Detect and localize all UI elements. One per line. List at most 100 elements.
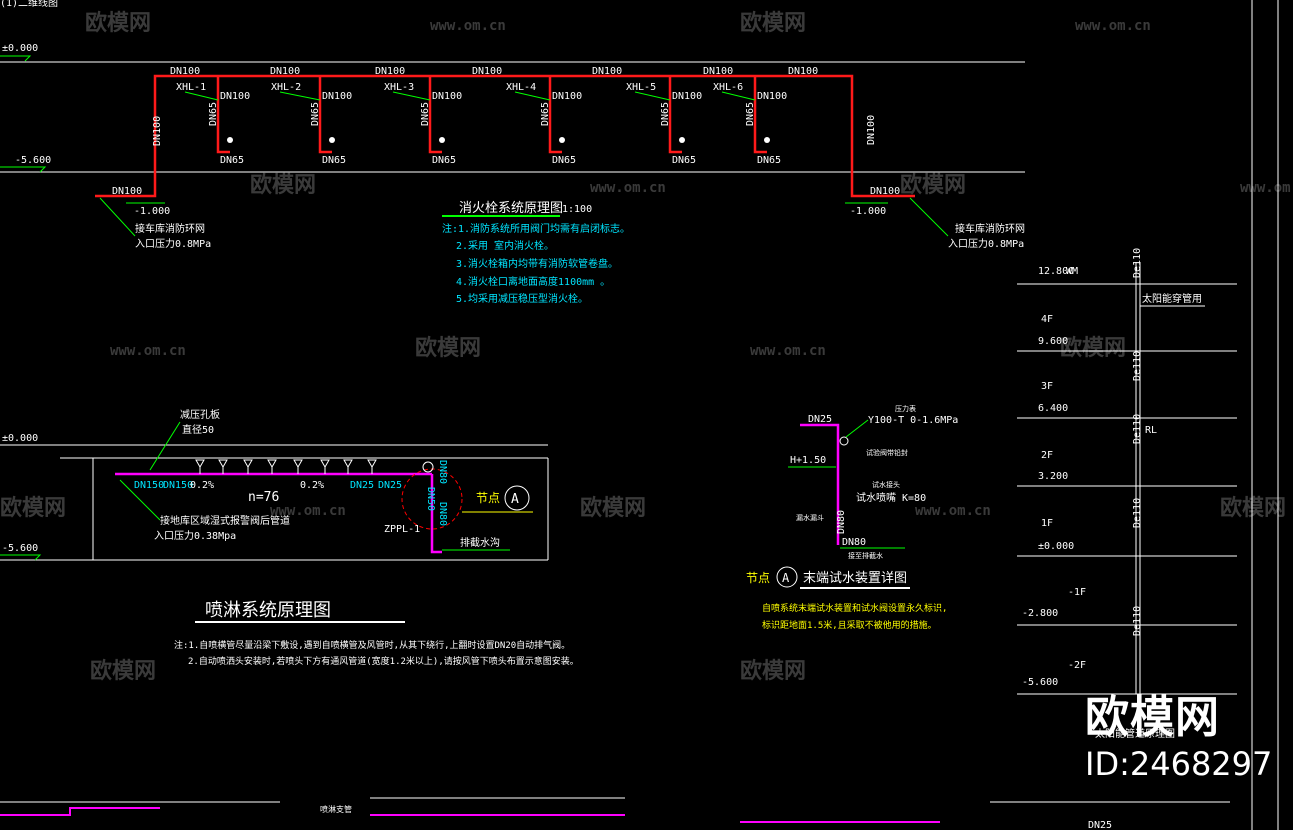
branch-dn65-vertical: DN65 [208,102,219,126]
watermark-url: www.om.cn [590,180,666,196]
top-label: (1)二维线图 [0,0,58,9]
watermark-text: 欧模网 [740,10,806,36]
watermark-text: 欧模网 [85,10,151,36]
riser-label-2: DN50 [425,487,436,511]
solar-label: 太阳能穿管用 [1142,292,1202,305]
watermark-text: 欧模网 [0,495,66,521]
sprinkler-head-icon [267,459,277,469]
riser-label: XHL-3 [384,82,414,93]
riser-label-3: DN80 [437,502,448,526]
node-letter: A [511,492,519,507]
pipe-label-5: DN25 [350,480,374,491]
td-valve: 试验阀带铅封 [866,448,908,457]
bottom-dn25: DN25 [1088,820,1112,830]
hydrant-elev-top: ±0.000 [2,43,38,54]
hydrant-branch [548,76,562,154]
hydrant-right-riser-label: DN100 [866,115,877,145]
branch-dn65-label: DN65 [432,155,456,166]
solar-wm: WM [1066,266,1078,277]
leader-line [149,421,181,471]
branch-dn65-label: DN65 [757,155,781,166]
td-dn80-b: DN80 [842,537,866,548]
hydrant-valve-icon [764,137,770,143]
pipe-label-2: DN150 [163,480,193,491]
hydrant-branch [428,76,442,154]
branch-dn65-label: DN65 [220,155,244,166]
solar-elev-4: 3.200 [1038,471,1068,482]
gauge-icon [839,436,849,446]
hydrant-note-4: 4.消火栓口离地面高度1100mm 。 [456,275,610,288]
branch-dn100-label: DN100 [757,91,787,102]
sprinkler-head-icon [320,459,330,469]
floor-b2: -2F [1068,660,1086,671]
pipe-label-3: De110 [1132,414,1143,444]
branch-dn65-vertical: DN65 [540,102,551,126]
left-feed-elev: -1.000 [134,206,170,217]
td-dn80-a: DN80 [836,510,847,534]
td-k: 试水喷嘴 K=80 [856,491,926,504]
branch-dn65-vertical: DN65 [310,102,321,126]
callout-dia: 直径50 [182,423,214,436]
pipe-label-5: De110 [1132,606,1143,636]
hydrant-valve-icon [227,137,233,143]
main-pipe-label: DN100 [270,66,300,77]
leader-line [119,479,161,521]
hydrant-branch [753,76,767,154]
branch-dn100-label: DN100 [220,91,250,102]
hydrant-scale: 1:100 [562,204,592,215]
node-marker [776,566,798,588]
sprinkler-system: ±0.000 -5.600 减压孔板 直径50 DN150 DN150 0.2%… [0,408,579,667]
hydrant-note-1: 注:1.消防系统所用阀门均需有启闭标志。 [442,222,630,235]
watermark-text: 欧模网 [250,172,316,198]
hydrant-note-2: 2.采用 室内消火栓。 [456,239,554,252]
riser-label: XHL-5 [626,82,656,93]
watermark-layer: 欧模网欧模网欧模网欧模网欧模网欧模网欧模网欧模网欧模网欧模网欧模网www.om.… [0,10,1293,684]
td-gauge: Y100-T 0-1.6MPa [868,415,958,426]
riser-label: XHL-4 [506,82,536,93]
solar-rl: RL [1145,425,1157,436]
solar-elev-6: -2.800 [1022,608,1058,619]
watermark-text: 欧模网 [90,658,156,684]
branch-dn65-vertical: DN65 [660,102,671,126]
td-elev: H+1.50 [790,455,826,466]
left-feed-label: 接车库消防环网 [135,222,205,235]
feed-pressure: 入口压力0.38Mpa [154,529,236,542]
node-label: 节点 [476,491,500,505]
watermark-url: www.om.cn [1075,18,1151,34]
sprinkler-head-icon [367,459,377,469]
valve-icon [422,461,434,473]
solar-elev-1: 12.800 [1038,266,1074,277]
hydrant-valve-icon [679,137,685,143]
hydrant-note-3: 3.消火栓箱内均带有消防软管卷盘。 [456,257,618,270]
floor-4f: 4F [1041,314,1053,325]
leader-line [279,91,321,101]
watermark-text: 欧模网 [900,172,966,198]
branch-dn65-label: DN65 [552,155,576,166]
right-feed-elev: -1.000 [850,206,886,217]
td-letter: A [782,571,790,585]
watermark-url: www.om.cn [1240,180,1293,196]
main-pipe-label: DN100 [592,66,622,77]
floor-1f: 1F [1041,518,1053,529]
right-feed-label: 接车库消防环网 [955,222,1025,235]
riser-name: ZPPL-1 [384,524,420,535]
td-note-2: 标识距地面1.5米,且采取不被他用的措施。 [762,619,937,631]
pipe-label-4: 0.2% [300,480,324,491]
td-gauge-note: 压力表 [895,404,916,413]
floor-2f: 2F [1041,450,1053,461]
solar-title: 太阳能管道原理图 [1095,727,1175,740]
leader-line [392,91,431,101]
brand-stamp: 欧模网 ID:2468297 [1085,692,1285,784]
bottom-label: 喷淋支管 [320,804,352,814]
pipe-label-1: De110 [1132,248,1143,278]
sprinkler-head-icon [218,459,228,469]
elev-marker [0,55,32,62]
hydrant-pipes [95,74,915,198]
hydrant-title: 消火栓系统原理图 [459,201,563,216]
node-marker [504,485,530,511]
callout-top: 减压孔板 [180,408,220,421]
brand-id: ID:2468297 [1085,745,1273,783]
leader-line [99,197,136,237]
hydrant-left-riser-label: DN100 [152,116,163,146]
main-pipe-label: DN100 [472,66,502,77]
